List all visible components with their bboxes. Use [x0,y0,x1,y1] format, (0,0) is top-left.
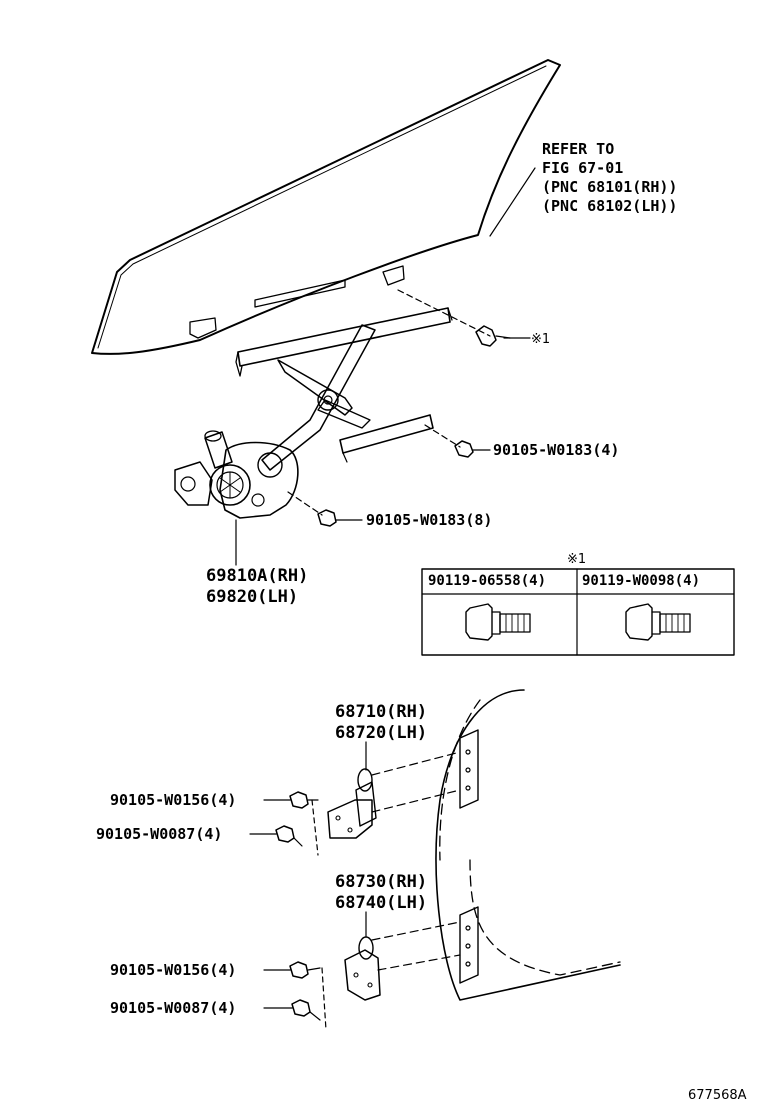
upper-hinge-lh-label: 68720(LH) [335,723,428,743]
refer-note-line1: REFER TO [542,140,615,158]
figure-id: 677568A [688,1088,747,1103]
table-col2-header: 90119-W0098(4) [582,573,701,589]
window-regulator [174,289,491,519]
flange-bolt-icon [465,603,531,641]
refer-leader [489,167,536,237]
lower-hinge-bolt-a-label: 90105-W0156(4) [110,961,237,979]
regulator-rh-label: 69810A(RH) [206,566,309,586]
upper-hinge-bolt-a-label: 90105-W0156(4) [110,791,237,809]
bolt-upper-label: 90105-W0183(4) [493,441,620,459]
regulator-lh-label: 69820(LH) [206,587,299,607]
refer-note-line4: (PNC 68102(LH)) [542,197,678,215]
bolt-icon-ref1 [475,325,511,347]
bolt-icon-hinge-lower-a [289,961,321,979]
bolt-lower-label: 90105-W0183(8) [366,511,493,529]
lower-hinge-lh-label: 68740(LH) [335,893,428,913]
flange-bolt-icon [625,603,691,641]
door-glass [91,59,561,355]
bolt-icon-hinge-lower-b [291,999,321,1021]
bolt-icon-lower [317,509,337,527]
lower-hinge-bolt-b-label: 90105-W0087(4) [110,999,237,1017]
lower-hinge-rh-label: 68730(RH) [335,872,428,892]
bolt-icon-hinge-upper-a [289,791,319,809]
refer-note-line2: FIG 67-01 [542,159,624,177]
refer-note-line3: (PNC 68101(RH)) [542,178,678,196]
ref1-mark: ※1 [531,332,551,347]
bolt-table [421,568,735,656]
upper-hinge [311,751,461,856]
lower-hinge [321,921,461,1031]
door-body-outline [435,689,621,1001]
upper-hinge-rh-label: 68710(RH) [335,702,428,722]
table-header-mark: ※1 [567,552,587,567]
bolt-icon-upper [454,440,474,458]
table-col1-header: 90119-06558(4) [428,573,547,589]
upper-hinge-bolt-b-label: 90105-W0087(4) [96,825,223,843]
bolt-icon-hinge-upper-b [275,825,303,847]
